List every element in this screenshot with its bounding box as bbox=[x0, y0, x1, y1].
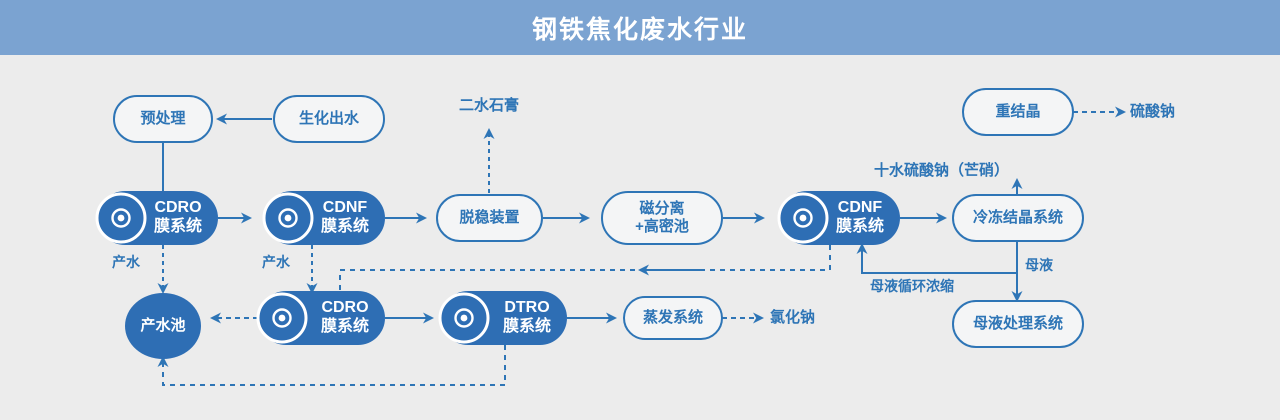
node-cdnf-top[interactable]: CDNF 膜系统 bbox=[262, 191, 385, 245]
node-magnetic-separation-label: 磁分离 +高密池 bbox=[635, 200, 689, 235]
node-mother-liquor-system[interactable]: 母液处理系统 bbox=[952, 300, 1084, 348]
node-cdro-top[interactable]: CDRO 膜系统 bbox=[95, 191, 218, 245]
flowchart-canvas: 预处理 生化出水 二水石膏 重结晶 硫酸钠 CDRO 膜系统 bbox=[0, 55, 1280, 420]
output-sodium-chloride: 氯化钠 bbox=[770, 305, 850, 331]
node-dtro-bottom-label: DTRO 膜系统 bbox=[502, 299, 551, 335]
edge-label-product-water-1: 产水 bbox=[112, 254, 140, 270]
bullseye-icon bbox=[438, 292, 490, 344]
node-freeze-crystallization-label: 冷冻结晶系统 bbox=[972, 209, 1063, 227]
page-header: 钢铁焦化废水行业 bbox=[0, 0, 1280, 55]
node-mother-liquor-system-label: 母液处理系统 bbox=[972, 315, 1063, 333]
node-cdnf-right[interactable]: CDNF 膜系统 bbox=[777, 191, 900, 245]
edge-cdnfright-concentrate bbox=[339, 245, 831, 300]
node-product-water-pool[interactable]: 产水池 bbox=[125, 293, 201, 359]
node-pretreatment-label: 预处理 bbox=[140, 110, 186, 128]
bullseye-icon bbox=[777, 192, 829, 244]
edge-label-ml-recycle: 母液循环浓缩 bbox=[870, 278, 954, 294]
node-recrystallize-label: 重结晶 bbox=[995, 103, 1041, 121]
node-magnetic-separation[interactable]: 磁分离 +高密池 bbox=[601, 191, 723, 245]
edge-dtro-to-pool bbox=[157, 345, 506, 386]
output-sodium-sulfate: 硫酸钠 bbox=[1130, 99, 1210, 125]
node-bio-effluent-label: 生化出水 bbox=[298, 110, 359, 128]
output-gypsum-label: 二水石膏 bbox=[458, 97, 519, 115]
edge-label-glauber-salt: 十水硫酸钠（芒硝） bbox=[874, 162, 1010, 179]
bullseye-icon bbox=[262, 192, 314, 244]
node-pretreatment[interactable]: 预处理 bbox=[113, 95, 213, 143]
bullseye-icon bbox=[256, 292, 308, 344]
node-destabilizer[interactable]: 脱稳装置 bbox=[436, 194, 543, 242]
node-cdro-top-label: CDRO 膜系统 bbox=[153, 199, 202, 235]
node-cdnf-top-label: CDNF 膜系统 bbox=[320, 199, 369, 235]
node-freeze-crystallization[interactable]: 冷冻结晶系统 bbox=[952, 194, 1084, 242]
node-product-water-pool-label: 产水池 bbox=[140, 317, 186, 335]
bullseye-icon bbox=[95, 192, 147, 244]
node-destabilizer-label: 脱稳装置 bbox=[459, 209, 520, 227]
node-cdro-bottom[interactable]: CDRO 膜系统 bbox=[256, 291, 385, 345]
node-cdro-bottom-label: CDRO 膜系统 bbox=[320, 299, 369, 335]
output-sodium-sulfate-label: 硫酸钠 bbox=[1130, 103, 1176, 121]
edge-label-mother-liquor: 母液 bbox=[1025, 257, 1053, 273]
page-title: 钢铁焦化废水行业 bbox=[531, 15, 748, 44]
node-evaporation-label: 蒸发系统 bbox=[642, 309, 703, 327]
edge-ml-recycle bbox=[856, 243, 1017, 274]
connector-layer bbox=[157, 106, 1126, 386]
output-gypsum: 二水石膏 bbox=[444, 93, 534, 119]
node-dtro-bottom[interactable]: DTRO 膜系统 bbox=[438, 291, 567, 345]
node-evaporation[interactable]: 蒸发系统 bbox=[623, 296, 723, 340]
output-sodium-chloride-label: 氯化钠 bbox=[770, 309, 816, 327]
node-cdnf-right-label: CDNF 膜系统 bbox=[835, 199, 884, 235]
node-bio-effluent[interactable]: 生化出水 bbox=[273, 95, 385, 143]
node-recrystallize[interactable]: 重结晶 bbox=[962, 88, 1074, 136]
edge-label-product-water-2: 产水 bbox=[262, 254, 290, 270]
